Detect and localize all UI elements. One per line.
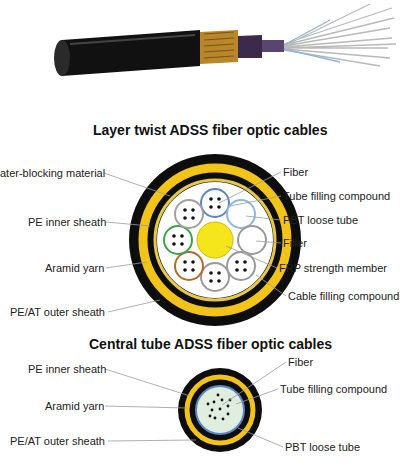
part-label: Fiber	[288, 356, 313, 369]
part-label: Filler	[283, 237, 307, 250]
section-heading: Central tube ADSS fiber optic cables	[89, 336, 332, 353]
fiber-dots	[172, 197, 247, 283]
part-label: ater-blocking material	[0, 167, 105, 180]
part-label: FRP strength member	[279, 262, 387, 275]
part-label: PE/AT outer sheath	[10, 435, 105, 448]
part-label: Fiber	[283, 166, 308, 179]
part-label: Aramid yarn	[45, 400, 104, 413]
section-heading: Layer twist ADSS fiber optic cables	[93, 122, 327, 139]
part-label: PBT loose tube	[285, 441, 360, 454]
part-label: Aramid yarn	[45, 262, 104, 275]
leader-lines-small	[105, 362, 286, 447]
part-label: PE inner sheath	[28, 363, 106, 376]
part-label: Tube filling compound	[280, 383, 387, 396]
layer-twist-section	[129, 154, 301, 326]
part-label: PE/AT outer sheath	[10, 306, 105, 319]
loose-tubes	[164, 189, 266, 291]
central-tube-section	[178, 368, 262, 452]
cable-photo	[54, 4, 396, 76]
part-label: PE inner sheath	[28, 216, 106, 229]
part-label: PBT loose tube	[283, 214, 358, 227]
part-label: Tube filling compound	[283, 190, 390, 203]
leader-lines	[104, 172, 286, 312]
part-label: Cable filling compound	[288, 290, 399, 303]
